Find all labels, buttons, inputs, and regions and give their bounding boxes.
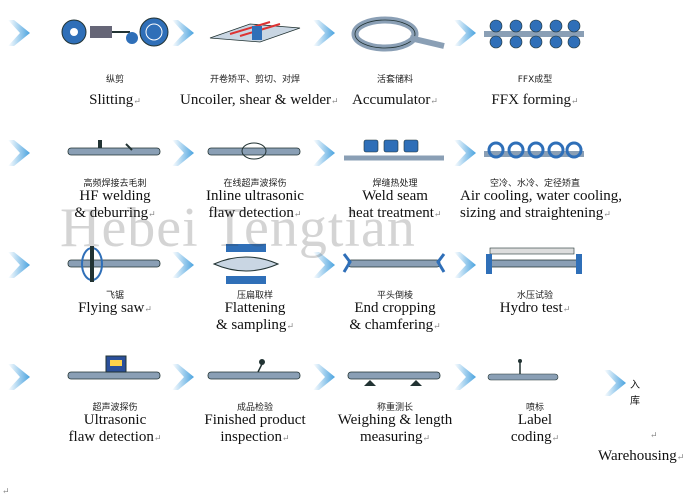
- slitting-machine-icon: [60, 8, 170, 56]
- flying-saw-icon: [60, 240, 170, 288]
- flattening-icon: [200, 240, 310, 288]
- ultrasonic-tester-icon: [60, 352, 170, 400]
- accumulator-icon: [340, 8, 450, 56]
- step-en-label: Uncoiler, shear & welder↵: [180, 92, 339, 108]
- flow-arrow-icon: [454, 250, 476, 280]
- step-en-label: Slitting↵: [89, 92, 141, 108]
- flow-arrow-icon: [313, 362, 335, 392]
- flow-arrow-icon: [172, 250, 194, 280]
- end-cropping-icon: [340, 240, 450, 288]
- heat-treatment-icon: [340, 128, 450, 176]
- flow-arrow-icon: [604, 368, 626, 398]
- step-en-label: Flying saw↵: [78, 300, 152, 316]
- step-cn-label: 压扁取样: [236, 291, 273, 301]
- flow-arrow-icon: [454, 362, 476, 392]
- step-cn-label: FFX成型: [517, 75, 553, 85]
- step-cn-label: 飞锯: [105, 291, 124, 301]
- uncoiler-welder-icon: [200, 8, 310, 56]
- corner-mark: ↵: [2, 486, 10, 496]
- flow-arrow-icon: [172, 18, 194, 48]
- inspection-icon: [200, 352, 310, 400]
- step-cn-label: 超声波探伤: [92, 403, 138, 413]
- weighing-icon: [340, 352, 450, 400]
- step-cn-label: 活套储料: [376, 75, 413, 85]
- step-cn-label: 水压试验: [516, 291, 553, 301]
- step-en-label: FFX forming↵: [491, 92, 579, 108]
- flow-arrow-icon: [313, 250, 335, 280]
- hydro-test-icon: [480, 240, 590, 288]
- step-cn-label: 焊缝热处理: [372, 179, 418, 189]
- flow-arrow-icon: [172, 362, 194, 392]
- step-en-label: Air cooling, water cooling,sizing and st…: [460, 188, 623, 221]
- forming-rolls-icon: [480, 8, 590, 56]
- flow-arrow-icon: [172, 138, 194, 168]
- step-cn-label: 在线超声波探伤: [223, 179, 287, 189]
- corner-mark: ↵: [650, 430, 658, 440]
- step-en-label: End cropping& chamfering↵: [349, 300, 441, 333]
- warehousing-label: Warehousing↵: [598, 448, 685, 464]
- step-cn-label: 喷标: [525, 403, 544, 413]
- flow-arrow-icon: [8, 18, 30, 48]
- warehousing-cn-label: 入库: [630, 380, 640, 407]
- step-cn-label: 高频焊接去毛刺: [83, 179, 147, 189]
- step-cn-label: 空冷、水冷、定径矫直: [489, 179, 580, 189]
- flow-arrow-icon: [8, 362, 30, 392]
- step-en-label: Hydro test↵: [499, 300, 571, 316]
- step-en-label: Accumulator↵: [352, 92, 438, 108]
- step-cn-label: 称重测长: [376, 403, 413, 413]
- step-cn-label: 平头倒棱: [376, 291, 413, 301]
- flow-arrow-icon: [454, 138, 476, 168]
- flow-arrow-icon: [454, 18, 476, 48]
- inline-ultrasonic-icon: [200, 128, 310, 176]
- step-cn-label: 纵剪: [105, 75, 124, 85]
- step-cn-label: 开卷矫平、剪切、对焊: [209, 75, 300, 85]
- step-en-label: HF welding& deburring↵: [74, 188, 156, 221]
- flow-arrow-icon: [313, 138, 335, 168]
- step-cn-label: 成品检验: [236, 403, 273, 413]
- step-en-label: Flattening& sampling↵: [216, 300, 294, 333]
- hf-welding-icon: [60, 128, 170, 176]
- flow-arrow-icon: [8, 250, 30, 280]
- cooling-sizing-icon: [480, 128, 590, 176]
- flow-arrow-icon: [313, 18, 335, 48]
- flow-arrow-icon: [8, 138, 30, 168]
- label-coding-icon: [480, 352, 590, 400]
